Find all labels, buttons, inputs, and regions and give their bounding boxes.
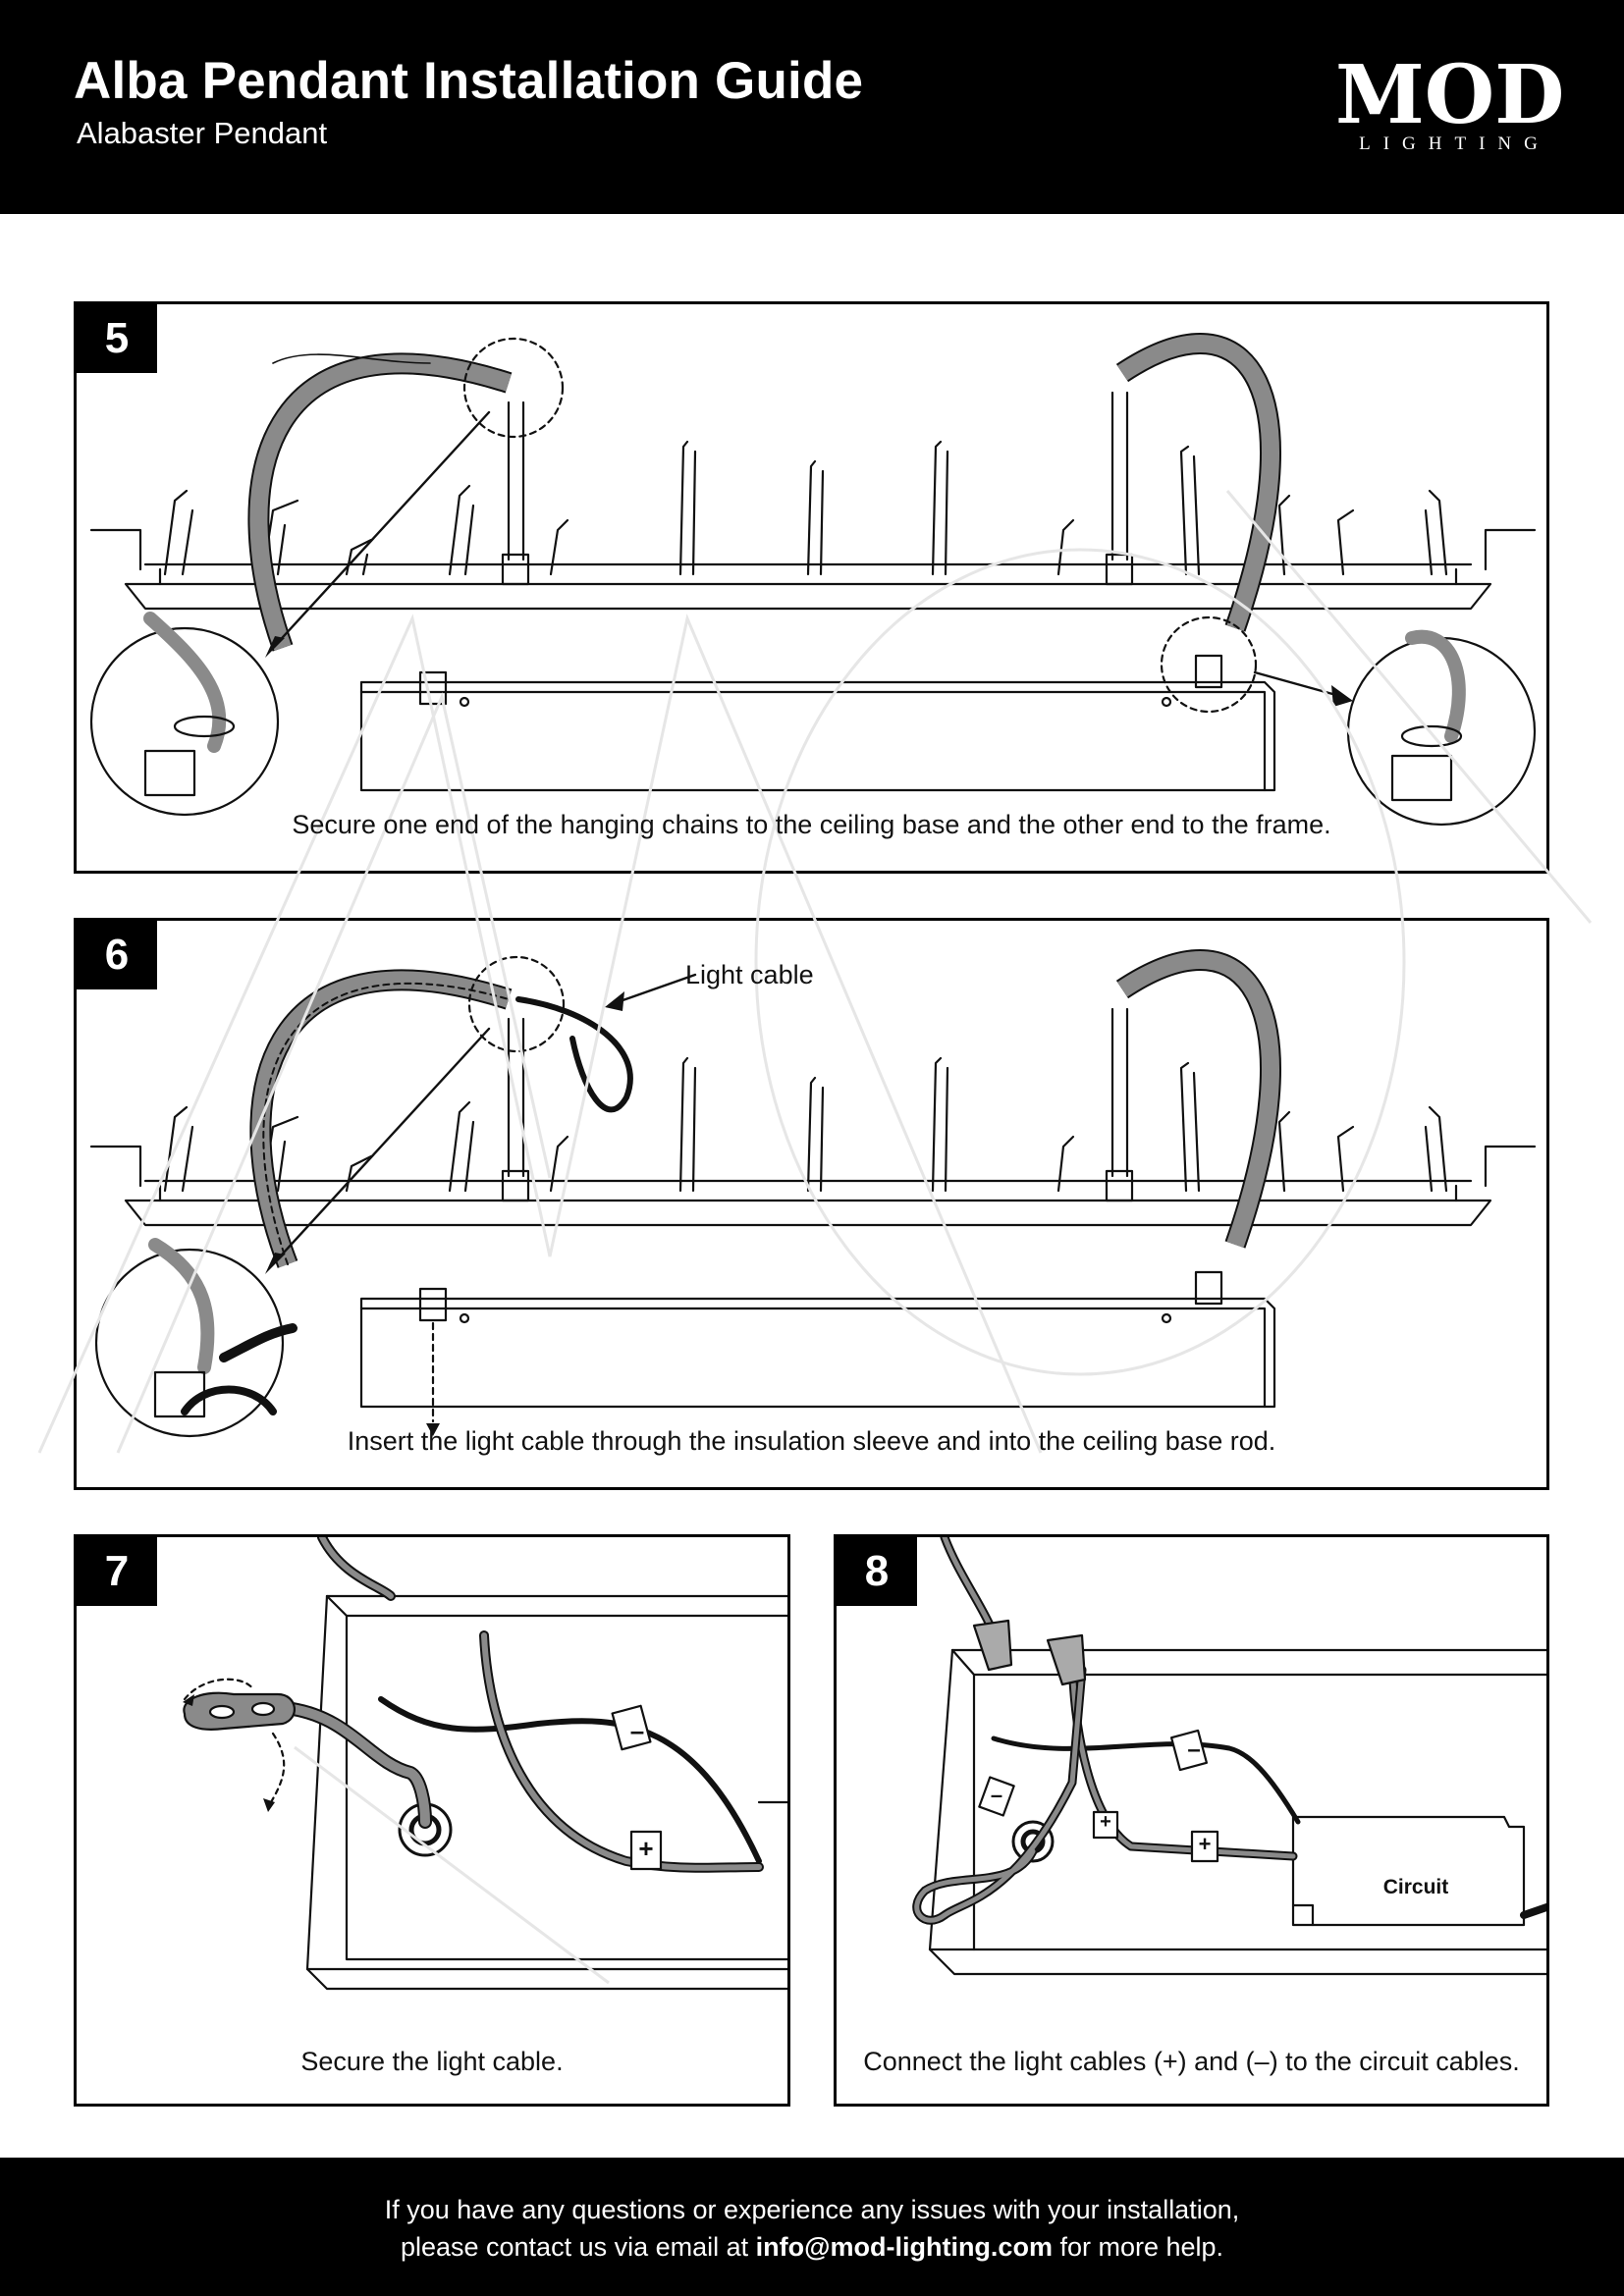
right-rod: [1110, 391, 1129, 561]
brand-logo: MOD LIGHTING: [1335, 48, 1565, 159]
light-cable-callout: Light cable: [685, 960, 814, 989]
logo-tagline: LIGHTING: [1359, 133, 1550, 154]
header-bar: Alba Pendant Installation Guide Alabaste…: [0, 0, 1624, 214]
document-title: Alba Pendant Installation Guide: [74, 52, 864, 110]
footer-line-2: please contact us via email at info@mod-…: [0, 2228, 1624, 2266]
ceiling-base: [359, 680, 1276, 792]
wire-nut-right: [1046, 1633, 1087, 1686]
footer-line-2-suffix: for more help.: [1059, 2232, 1224, 2262]
positive-tag-label: +: [638, 1834, 654, 1863]
negative-tag-label: –: [629, 1716, 645, 1745]
step-6-number: 6: [77, 921, 157, 989]
step-6-caption: Insert the light cable through the insul…: [347, 1426, 1276, 1456]
positive-tag-label-right: +: [1198, 1832, 1212, 1856]
wire-nut-left: [972, 1619, 1013, 1672]
document-subtitle: Alabaster Pendant: [77, 116, 328, 150]
step-6-illustration: [89, 949, 1537, 1438]
step-7-illustration: [183, 1537, 787, 1991]
support-email-link[interactable]: info@mod-lighting.com: [755, 2232, 1053, 2262]
step-6-panel: 6: [74, 918, 1549, 1490]
step-7-caption: Secure the light cable.: [300, 2047, 564, 2076]
circuit-box: [1291, 1815, 1526, 1927]
light-cable-negative: [378, 1696, 762, 1864]
step-5-illustration: [89, 333, 1537, 827]
step-5-caption: Secure one end of the hanging chains to …: [292, 810, 1331, 839]
cable-clip: [183, 1691, 296, 1731]
step-8-caption: Connect the light cables (+) and (–) to …: [863, 2047, 1520, 2076]
ceiling-base: [359, 1297, 1276, 1409]
light-cable-positive: [481, 1632, 762, 1871]
left-rod: [507, 400, 525, 561]
step-7-panel: 7: [74, 1534, 790, 2107]
circuit-label: Circuit: [1382, 1876, 1449, 1898]
footer-bar: If you have any questions or experience …: [0, 2158, 1624, 2296]
negative-tag-label-top: –: [1187, 1736, 1201, 1763]
footer-line-1: If you have any questions or experience …: [384, 2195, 1240, 2224]
step-5-number: 5: [77, 304, 157, 373]
detail-circle-right: [1346, 636, 1537, 827]
step-8-illustration: [912, 1537, 1546, 1976]
light-cable: [515, 996, 633, 1113]
footer-line-2-prefix: please contact us via email at: [400, 2232, 749, 2262]
step-8-number: 8: [837, 1537, 917, 1606]
positive-tag-label-left: +: [1100, 1811, 1111, 1833]
step-5-panel: 5: [74, 301, 1549, 874]
step-8-panel: 8: [834, 1534, 1549, 2107]
logo-wordmark: MOD: [1335, 48, 1565, 142]
negative-tag-label-left: –: [990, 1783, 1003, 1807]
step-7-number: 7: [77, 1537, 157, 1606]
